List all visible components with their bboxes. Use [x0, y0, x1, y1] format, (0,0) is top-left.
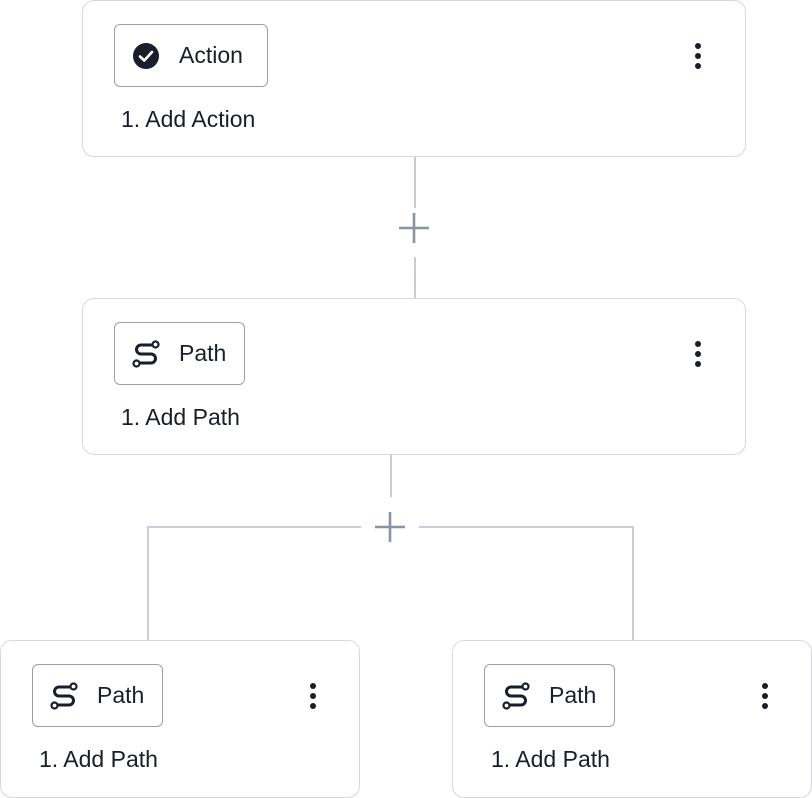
path-chip[interactable]: Path [114, 322, 245, 385]
step-label: 1. Add Action [121, 106, 256, 132]
path-icon [49, 681, 79, 711]
chip-label: Path [97, 682, 145, 708]
path-chip[interactable]: Path [32, 664, 163, 727]
add-step-button[interactable] [394, 208, 434, 248]
step-label: 1. Add Path [121, 404, 240, 430]
plus-icon [375, 512, 405, 542]
node-menu-button[interactable] [686, 337, 710, 371]
step-label: 1. Add Path [491, 746, 610, 772]
path-node-card[interactable]: Path 1. Add Path [0, 640, 360, 798]
more-vertical-icon [695, 43, 701, 69]
plus-icon [399, 213, 429, 243]
chip-label: Path [549, 682, 597, 708]
branch-line [632, 526, 634, 641]
more-vertical-icon [310, 683, 316, 709]
action-node-card[interactable]: Action 1. Add Action [82, 0, 746, 157]
node-menu-button[interactable] [301, 679, 325, 713]
connector-line [414, 257, 416, 299]
branch-line [419, 526, 633, 528]
step-label: 1. Add Path [39, 746, 158, 772]
path-chip[interactable]: Path [484, 664, 615, 727]
node-menu-button[interactable] [753, 679, 777, 713]
more-vertical-icon [695, 341, 701, 367]
path-node-card[interactable]: Path 1. Add Path [452, 640, 812, 798]
more-vertical-icon [762, 683, 768, 709]
path-icon [131, 339, 161, 369]
node-menu-button[interactable] [686, 39, 710, 73]
chip-label: Path [179, 340, 227, 366]
path-icon [501, 681, 531, 711]
action-chip[interactable]: Action [114, 24, 268, 87]
path-node-card[interactable]: Path 1. Add Path [82, 298, 746, 455]
connector-line [414, 157, 416, 209]
check-circle-icon [131, 41, 161, 71]
branch-line [147, 526, 149, 641]
branch-line [147, 526, 361, 528]
add-branch-button[interactable] [370, 507, 410, 547]
connector-line [390, 455, 392, 497]
chip-label: Action [179, 42, 243, 68]
